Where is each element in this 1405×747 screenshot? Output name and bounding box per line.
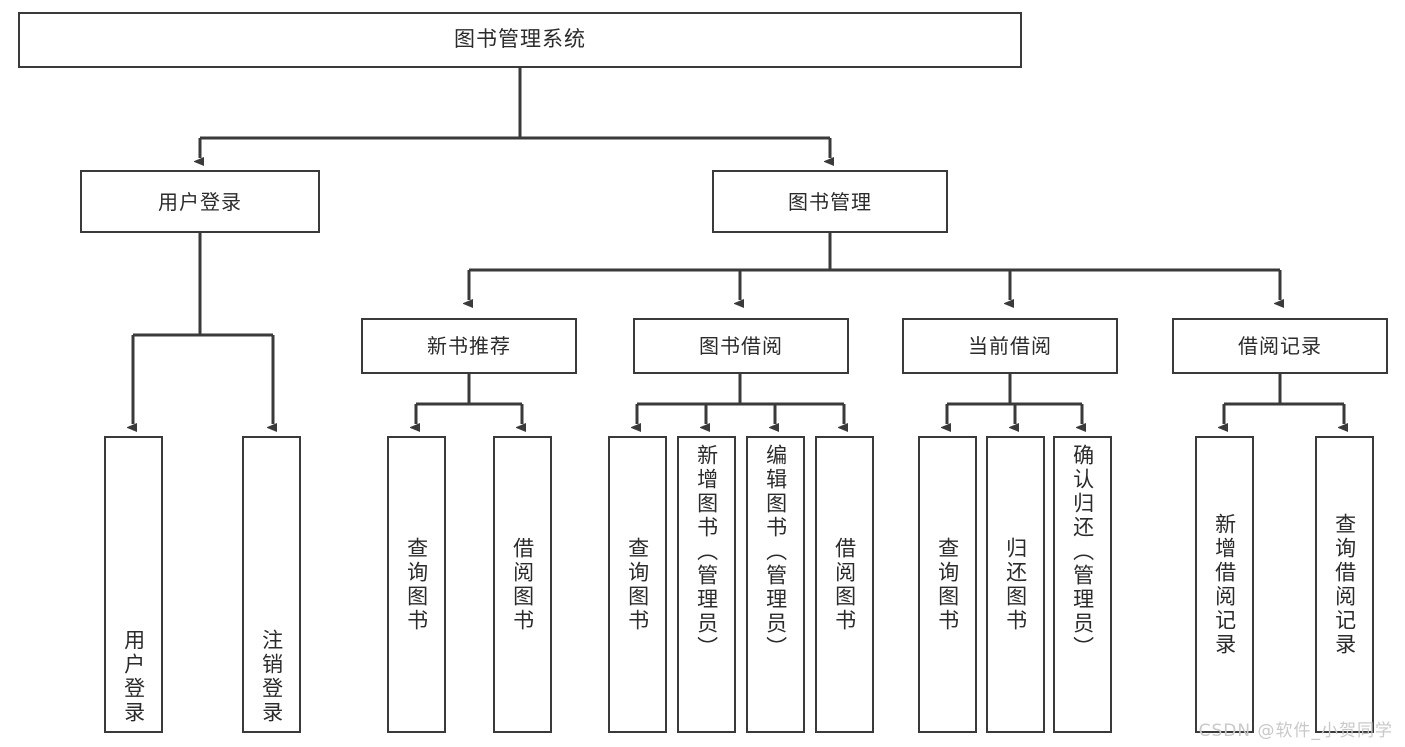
node-user-login[interactable]: 用户登录 bbox=[80, 170, 320, 233]
node-label: 归还图书 bbox=[1003, 536, 1028, 633]
node-book-borrowing[interactable]: 图书借阅 bbox=[633, 318, 849, 374]
node-leaf-add-book-admin[interactable]: 新增图书（管理员） bbox=[677, 436, 736, 733]
node-label: 图书借阅 bbox=[699, 334, 783, 358]
node-label: 新增借阅记录 bbox=[1212, 512, 1237, 657]
node-label: 图书管理 bbox=[788, 189, 872, 214]
node-new-book-recommendation[interactable]: 新书推荐 bbox=[361, 318, 577, 374]
node-leaf-add-borrow-record[interactable]: 新增借阅记录 bbox=[1195, 436, 1254, 733]
node-leaf-query-books-current[interactable]: 查询图书 bbox=[918, 436, 977, 733]
node-label: 注销登录 bbox=[259, 629, 284, 725]
node-label: 借阅图书 bbox=[510, 536, 535, 633]
node-leaf-user-login[interactable]: 用户登录 bbox=[104, 436, 163, 733]
node-label: 确认归还（管理员） bbox=[1070, 444, 1095, 660]
node-leaf-query-books-borrow[interactable]: 查询图书 bbox=[608, 436, 667, 733]
node-leaf-query-borrow-record[interactable]: 查询借阅记录 bbox=[1315, 436, 1374, 733]
node-label: 查询图书 bbox=[935, 536, 960, 633]
node-current-borrowing[interactable]: 当前借阅 bbox=[902, 318, 1118, 374]
node-label: 借阅图书 bbox=[832, 536, 857, 633]
node-leaf-query-books-recommend[interactable]: 查询图书 bbox=[387, 436, 446, 733]
node-label: 新书推荐 bbox=[427, 334, 511, 358]
node-leaf-borrow-books-recommend[interactable]: 借阅图书 bbox=[493, 436, 552, 733]
node-label: 编辑图书（管理员） bbox=[763, 444, 788, 660]
node-label: 查询借阅记录 bbox=[1332, 512, 1357, 657]
node-label: 当前借阅 bbox=[968, 334, 1052, 358]
node-label: 新增图书（管理员） bbox=[694, 444, 719, 660]
node-root-library-management-system[interactable]: 图书管理系统 bbox=[18, 12, 1022, 68]
node-borrow-records[interactable]: 借阅记录 bbox=[1172, 318, 1388, 374]
node-label: 查询图书 bbox=[404, 536, 429, 633]
node-book-management[interactable]: 图书管理 bbox=[712, 170, 948, 233]
node-label: 借阅记录 bbox=[1238, 334, 1322, 358]
node-leaf-logout[interactable]: 注销登录 bbox=[242, 436, 301, 733]
node-leaf-borrow-books[interactable]: 借阅图书 bbox=[815, 436, 874, 733]
node-label: 用户登录 bbox=[158, 189, 242, 214]
node-label: 图书管理系统 bbox=[454, 27, 586, 52]
node-label: 用户登录 bbox=[121, 629, 146, 725]
node-leaf-return-books[interactable]: 归还图书 bbox=[986, 436, 1045, 733]
node-label: 查询图书 bbox=[625, 536, 650, 633]
node-leaf-confirm-return-admin[interactable]: 确认归还（管理员） bbox=[1053, 436, 1112, 733]
node-leaf-edit-book-admin[interactable]: 编辑图书（管理员） bbox=[746, 436, 805, 733]
